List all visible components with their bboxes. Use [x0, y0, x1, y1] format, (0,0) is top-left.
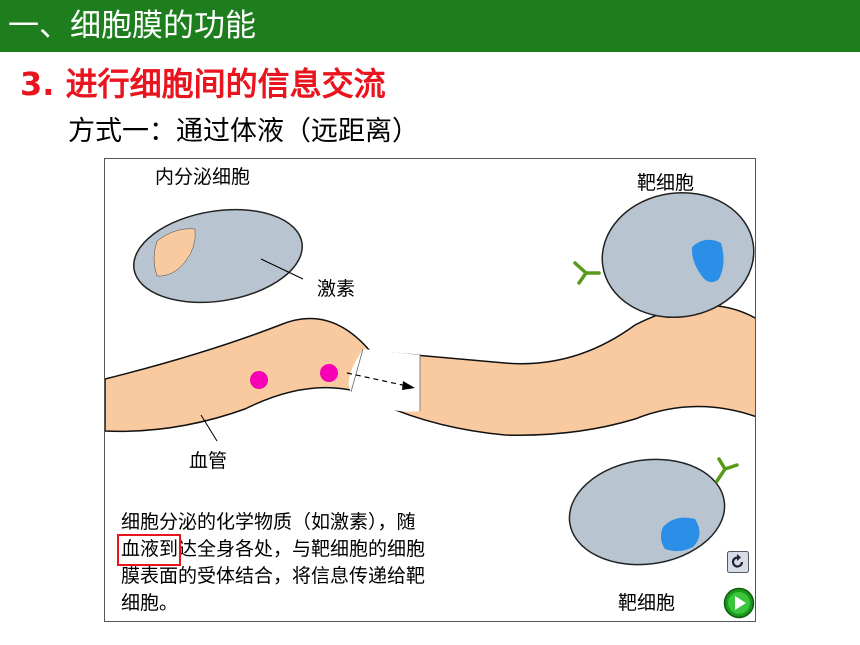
target-cell-bottom-nucleus [660, 517, 700, 552]
method-text: 方式一：通过体液（远距离） [68, 116, 419, 147]
target-cell-bottom [568, 458, 726, 566]
hormone-pointer-line [260, 258, 304, 280]
hormone-molecule [250, 371, 268, 389]
diagram-panel: 内分泌细胞 靶细胞 激素 血管 靶细胞 细胞分泌的化学物质（如激素），随 血液到… [104, 158, 756, 622]
vessel-label: 血管 [189, 450, 228, 472]
header-title: 一、细胞膜的功能 [8, 8, 256, 44]
replay-icon [727, 551, 749, 573]
receptor-top [573, 261, 601, 285]
receptor-bottom [715, 457, 739, 483]
hormone-label: 激素 [317, 278, 356, 300]
blood-highlight-box [117, 534, 181, 566]
blood-vessel [105, 304, 755, 436]
flow-arrow [346, 372, 408, 387]
section-title: 3. 进行细胞间的信息交流 [20, 65, 386, 103]
description-line: 血液到达全身各处，与靶细胞的细胞 [121, 538, 426, 560]
description-line: 膜表面的受体结合，将信息传递给靶 [121, 565, 426, 587]
description-line: 细胞。 [121, 592, 179, 614]
target-cell-top-nucleus [691, 239, 724, 283]
target-cell-bottom-label: 靶细胞 [618, 592, 676, 614]
play-icon [723, 587, 755, 619]
target-cell-top-label: 靶细胞 [637, 172, 695, 194]
flow-arrow-head [402, 381, 415, 390]
endocrine-cell-label: 内分泌细胞 [155, 166, 251, 188]
description-line: 细胞分泌的化学物质（如激素），随 [121, 511, 416, 533]
description-text: 细胞分泌的化学物质（如激素），随 血液到达全身各处，与靶细胞的细胞 膜表面的受体… [121, 509, 541, 617]
vessel-flow-gap [348, 349, 420, 412]
header-bar: 一、细胞膜的功能 [0, 0, 860, 52]
diagram-drawing [105, 191, 755, 566]
vessel-pointer-line [200, 414, 218, 442]
gap-edge-left [350, 348, 364, 393]
hormone-molecule [320, 364, 338, 382]
play-button[interactable] [723, 587, 755, 619]
hormone-granule [153, 228, 196, 277]
target-cell-top [601, 191, 755, 319]
replay-button[interactable] [727, 551, 749, 573]
